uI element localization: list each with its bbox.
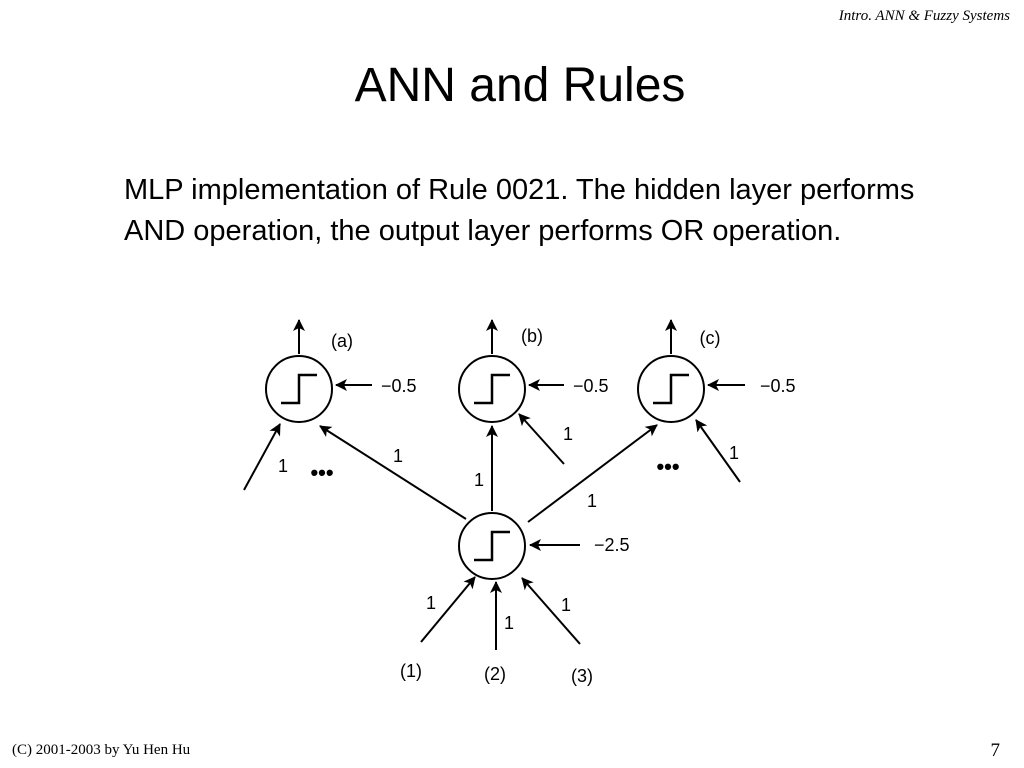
output-neuron-c: [637, 355, 705, 423]
input-arrow-3: [521, 577, 581, 645]
input-label-3: (3): [571, 666, 593, 686]
bias-label-c: −0.5: [760, 376, 796, 396]
slide-body-text: MLP implementation of Rule 0021. The hid…: [124, 174, 915, 247]
input-label-1: (1): [400, 661, 422, 681]
output-label-a: (a): [331, 331, 353, 351]
hidden-neuron: [458, 512, 526, 580]
weight-label-c-external: 1: [729, 443, 739, 463]
weight-label-input-1: 1: [426, 593, 436, 613]
page-number: 7: [990, 740, 1001, 761]
output-label-b: (b): [521, 326, 543, 346]
bias-label-b: −0.5: [573, 376, 609, 396]
slide-title: ANN and Rules: [354, 59, 686, 112]
copyright-footer: (C) 2001-2003 by Yu Hen Hu: [12, 742, 191, 758]
input-label-2: (2): [484, 664, 506, 684]
input-arrow-1: [420, 576, 476, 643]
weight-label-input-3: 1: [561, 595, 571, 615]
output-neuron-b: [458, 355, 526, 423]
bias-label-a: −0.5: [381, 376, 417, 396]
output-label-c: (c): [700, 328, 721, 348]
external-input-arrow-b: [518, 413, 565, 465]
step-function-icon: [474, 530, 510, 562]
output-neuron-a: [265, 355, 333, 423]
step-function-icon: [281, 373, 317, 405]
weight-label-a-from-hidden: 1: [393, 446, 403, 466]
external-input-arrow-a: [243, 423, 281, 491]
external-input-arrow-c: [695, 419, 741, 483]
step-function-icon: [474, 373, 510, 405]
bias-label-hidden: −2.5: [594, 535, 630, 555]
hidden-to-a-arrow: [319, 425, 467, 520]
ellipsis-left: •••: [310, 460, 333, 485]
weight-label-b-external: 1: [563, 424, 573, 444]
course-title: Intro. ANN & Fuzzy Systems: [838, 8, 1010, 24]
weight-label-b-from-hidden: 1: [474, 470, 484, 490]
weight-label-c-from-hidden: 1: [587, 491, 597, 511]
ellipsis-right: •••: [656, 454, 679, 479]
weight-label-input-2: 1: [504, 613, 514, 633]
step-function-icon: [653, 373, 689, 405]
weight-label-a-external: 1: [278, 456, 288, 476]
hidden-to-c-arrow: [527, 424, 658, 523]
